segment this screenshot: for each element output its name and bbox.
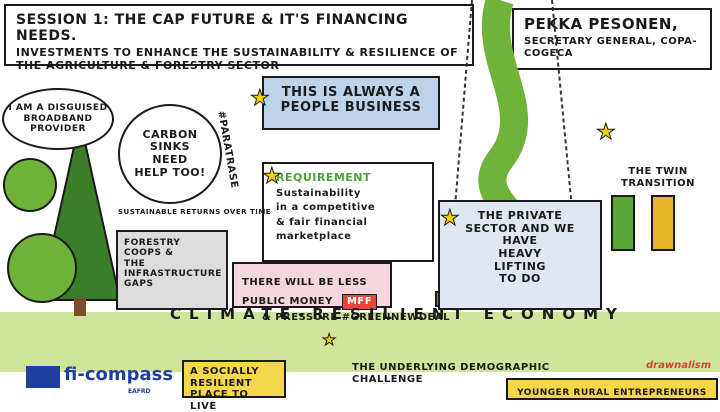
yellow-boot [651, 195, 675, 251]
private-line-6: to do [499, 272, 541, 286]
carbon-bubble: Carbon sinks need help too! [118, 104, 222, 204]
social-line-2: place to live [190, 389, 249, 412]
requirement-line-2: in a competitive [276, 202, 376, 214]
ficompass-logo: fi-compass [64, 364, 174, 385]
pine-trunk [74, 298, 86, 316]
broadband-bubble: I am a disguised broadband provider [2, 88, 114, 150]
private-line-5: lifting [494, 259, 546, 273]
twin-transition-label: The twin transition [621, 166, 695, 189]
climate-resilient-banner: Climate-Resilient Economy [170, 305, 625, 323]
eu-flag-icon [26, 366, 60, 388]
broadband-line-1: I am a disguised [8, 103, 108, 114]
eafrd-label: EAFRD [128, 388, 151, 395]
sustainable-returns-note: Sustainable returns over time [118, 208, 272, 216]
socially-resilient-pill: A socially resilient place to live [182, 360, 286, 412]
title-box: Session 1: The CAP future & it's financi… [4, 4, 474, 72]
broadband-line-2: broadband [23, 113, 93, 124]
demographic-note: The underlying demographic challenge [352, 362, 550, 385]
forestry-line-2: Coops & [124, 248, 174, 259]
session-title: Session 1: The CAP future & it's financi… [16, 12, 408, 45]
forestry-line-4: infrastructure [124, 269, 222, 280]
private-line-1: The private [477, 209, 563, 222]
carbon-line-2: sinks [149, 140, 191, 154]
mff-badge: MFF [341, 294, 378, 310]
private-line-4: heavy [498, 246, 542, 260]
people-line-2: people business [280, 99, 422, 115]
broadband-line-3: provider [30, 124, 86, 135]
private-line-3: have [502, 234, 538, 248]
session-subtitle: Investments to enhance the sustainabilit… [16, 46, 459, 72]
requirement-line-1: Sustainability [276, 187, 361, 199]
carbon-line-4: help too! [134, 165, 206, 179]
star-icon: ★ [262, 164, 283, 190]
forestry-line-1: Forestry [124, 238, 181, 248]
younger-entrepreneurs-pill: Younger rural entrepreneurs [506, 378, 718, 400]
requirement-box: Requirement Sustainability in a competit… [262, 162, 434, 262]
requirement-line-3: & fair financial [276, 216, 368, 228]
star-icon: ★ [440, 206, 461, 232]
people-business-box: This is always a people business [262, 76, 440, 130]
people-line-1: This is always a [281, 85, 421, 100]
less-money-text: There will be less public money [242, 277, 368, 307]
star-icon: ★ [250, 86, 271, 112]
drawnalism-logo: drawnalism [646, 360, 712, 371]
forestry-line-5: gaps [124, 279, 154, 290]
twin-transition-box: The twin transition [596, 160, 720, 276]
ground-band [0, 312, 720, 372]
star-icon: ★ [321, 330, 337, 350]
forestry-line-3: The [124, 258, 146, 269]
requirement-line-4: marketplace [276, 231, 352, 243]
private-line-2: sector and we [465, 221, 575, 235]
star-icon: ★ [596, 120, 617, 146]
carbon-line-1: Carbon [142, 127, 198, 141]
round-tree-top [3, 158, 57, 212]
social-line-1: A socially resilient [190, 366, 260, 389]
green-boot [611, 195, 635, 251]
less-money-box: There will be less public money MFF [232, 262, 392, 310]
speaker-role: Secretary General, Copa-Cogeca [524, 36, 698, 59]
demographic-line-2: challenge [352, 373, 423, 385]
pressure-hashtag: & pressure #GreenNewDeal [262, 312, 450, 323]
forestry-box: Forestry Coops & The infrastructure gaps [116, 230, 228, 310]
speaker-box: Pekka Pesonen, Secretary General, Copa-C… [512, 8, 712, 70]
demographic-line-1: The underlying demographic [352, 362, 550, 373]
younger-label: Younger rural entrepreneurs [517, 388, 707, 398]
speaker-name: Pekka Pesonen, [524, 15, 679, 33]
requirement-label: Requirement [276, 171, 372, 184]
private-sector-box: The private sector and we have heavy lif… [438, 200, 602, 310]
round-tree-bottom [7, 233, 77, 303]
carbon-line-3: need [152, 153, 188, 166]
